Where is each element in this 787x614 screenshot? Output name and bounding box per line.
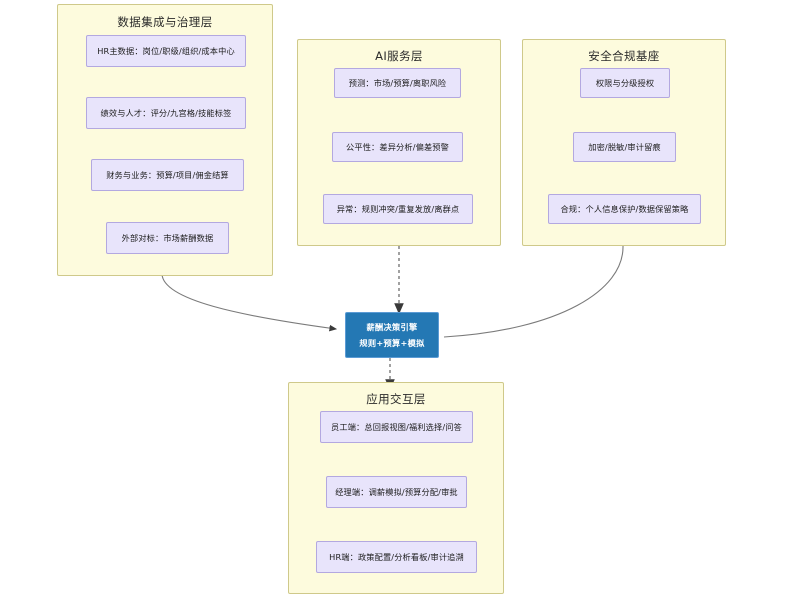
node-prediction[interactable]: 预测：市场/预算/离职风险: [334, 68, 461, 98]
node-fairness[interactable]: 公平性：差异分析/偏差预警: [332, 132, 463, 162]
panel-app-layer[interactable]: 应用交互层 员工端：总回报视图/福利选择/问答 经理端：调薪模拟/预算分配/审批…: [288, 382, 504, 594]
panel-security-layer[interactable]: 安全合规基座 权限与分级授权 加密/脱敏/审计留痕 合规：个人信息保护/数据保留…: [522, 39, 726, 246]
edge-security-layer-to-engine: [443, 245, 624, 338]
panel-data-layer[interactable]: 数据集成与治理层 HR主数据：岗位/职级/组织/成本中心 绩效与人才：评分/九宫…: [57, 4, 273, 276]
node-external-benchmark[interactable]: 外部对标：市场薪酬数据: [106, 222, 229, 254]
node-finance-business[interactable]: 财务与业务：预算/项目/佣金结算: [91, 159, 244, 191]
panel-ai-layer[interactable]: AI服务层 预测：市场/预算/离职风险 公平性：差异分析/偏差预警 异常：规则冲…: [297, 39, 501, 246]
edge-data-layer-to-engine: [161, 273, 338, 332]
node-performance-talent[interactable]: 绩效与人才：评分/九宫格/技能标签: [86, 97, 246, 129]
panel-title-app-layer: 应用交互层: [366, 392, 426, 406]
node-encryption-audit[interactable]: 加密/脱敏/审计留痕: [573, 132, 676, 162]
node-anomaly[interactable]: 异常：规则冲突/重复发放/离群点: [323, 194, 473, 224]
engine-subtitle: 规则+预算+模拟: [359, 338, 425, 348]
node-employee-portal[interactable]: 员工端：总回报视图/福利选择/问答: [320, 411, 473, 443]
node-compensation-decision-engine[interactable]: 薪酬决策引擎 规则+预算+模拟: [345, 312, 439, 358]
panel-title-security-layer: 安全合规基座: [588, 49, 660, 63]
node-authorization[interactable]: 权限与分级授权: [580, 68, 670, 98]
engine-title: 薪酬决策引擎: [366, 322, 418, 332]
node-hr-master-data[interactable]: HR主数据：岗位/职级/组织/成本中心: [86, 35, 246, 67]
node-compliance[interactable]: 合规：个人信息保护/数据保留策略: [548, 194, 701, 224]
node-hr-portal[interactable]: HR端：政策配置/分析看板/审计追溯: [316, 541, 477, 573]
node-manager-portal[interactable]: 经理端：调薪模拟/预算分配/审批: [326, 476, 467, 508]
panel-title-data-layer: 数据集成与治理层: [117, 15, 213, 29]
panel-title-ai-layer: AI服务层: [375, 49, 423, 63]
